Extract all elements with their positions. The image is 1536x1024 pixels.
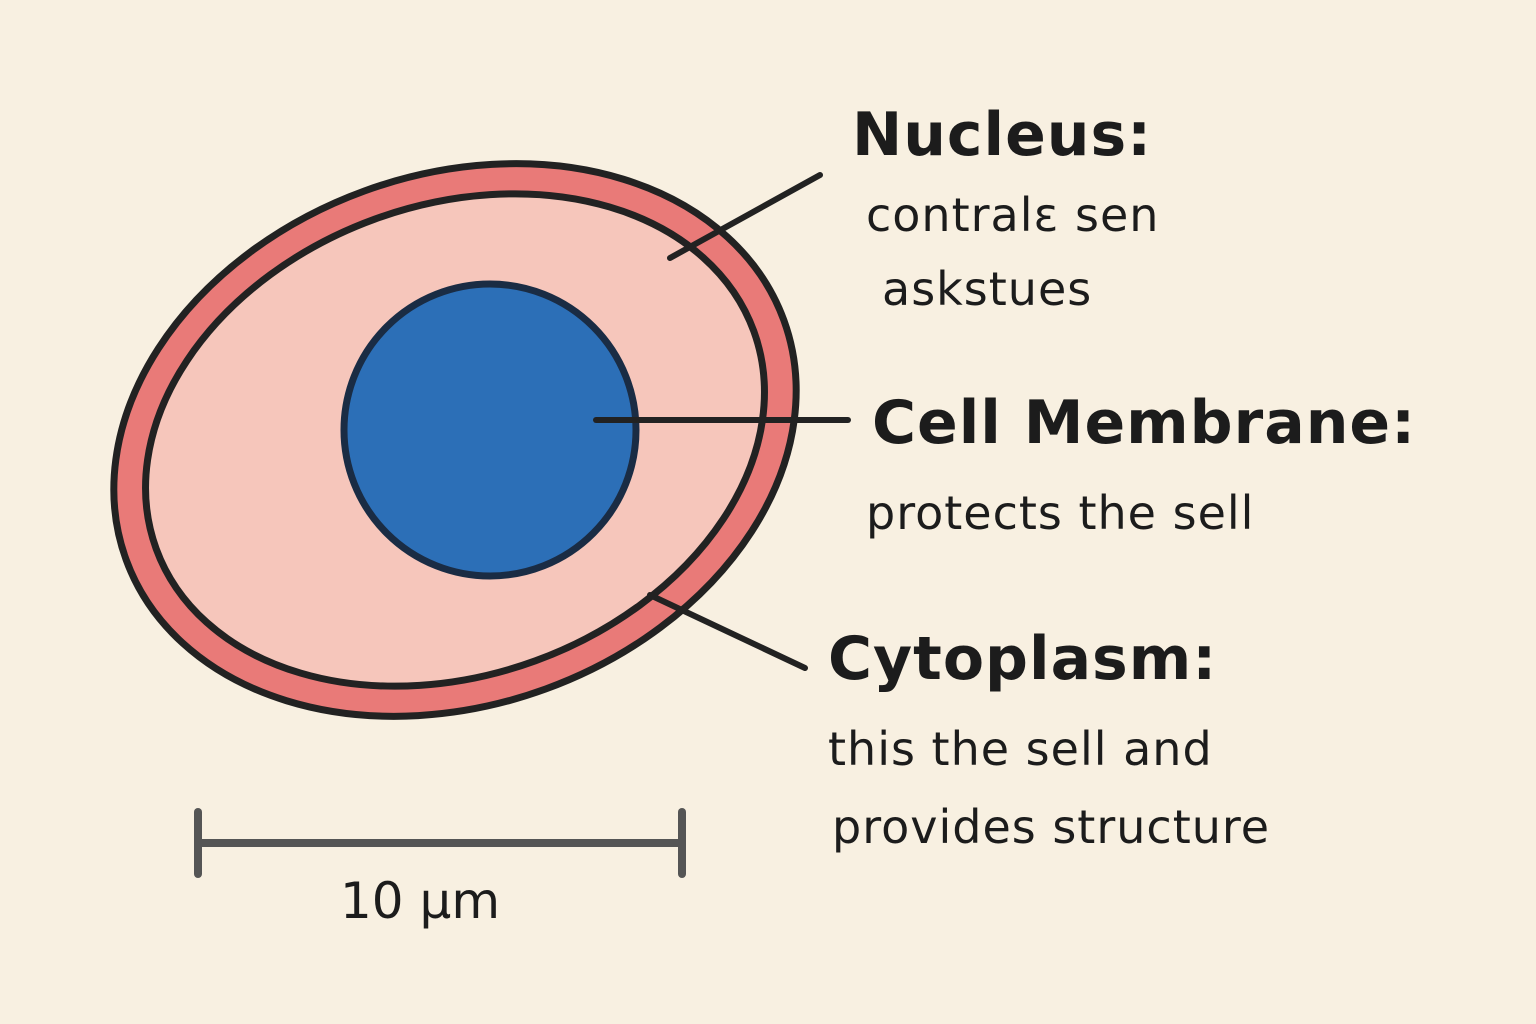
- scale-bar-label: 10 μm: [340, 872, 501, 930]
- cytoplasm-leader-line: [647, 592, 808, 671]
- nucleus: [340, 280, 640, 580]
- nucleus-desc-line2: askstues: [882, 262, 1093, 316]
- cytoplasm-desc-line1: this the sell and: [828, 722, 1213, 776]
- cytoplasm-desc-line2: provides structure: [832, 800, 1271, 854]
- nucleus-leader-line: [667, 172, 823, 261]
- cell-membrane-desc-line1: protects the sell: [866, 486, 1255, 540]
- cell-membrane-title: Cell Membrane:: [872, 388, 1417, 458]
- nucleus-title: Nucleus:: [852, 100, 1153, 170]
- scale-bar: [194, 808, 686, 878]
- cytoplasm-title: Cytoplasm:: [828, 624, 1218, 694]
- nucleus-desc-line1: contralε sen: [866, 188, 1160, 242]
